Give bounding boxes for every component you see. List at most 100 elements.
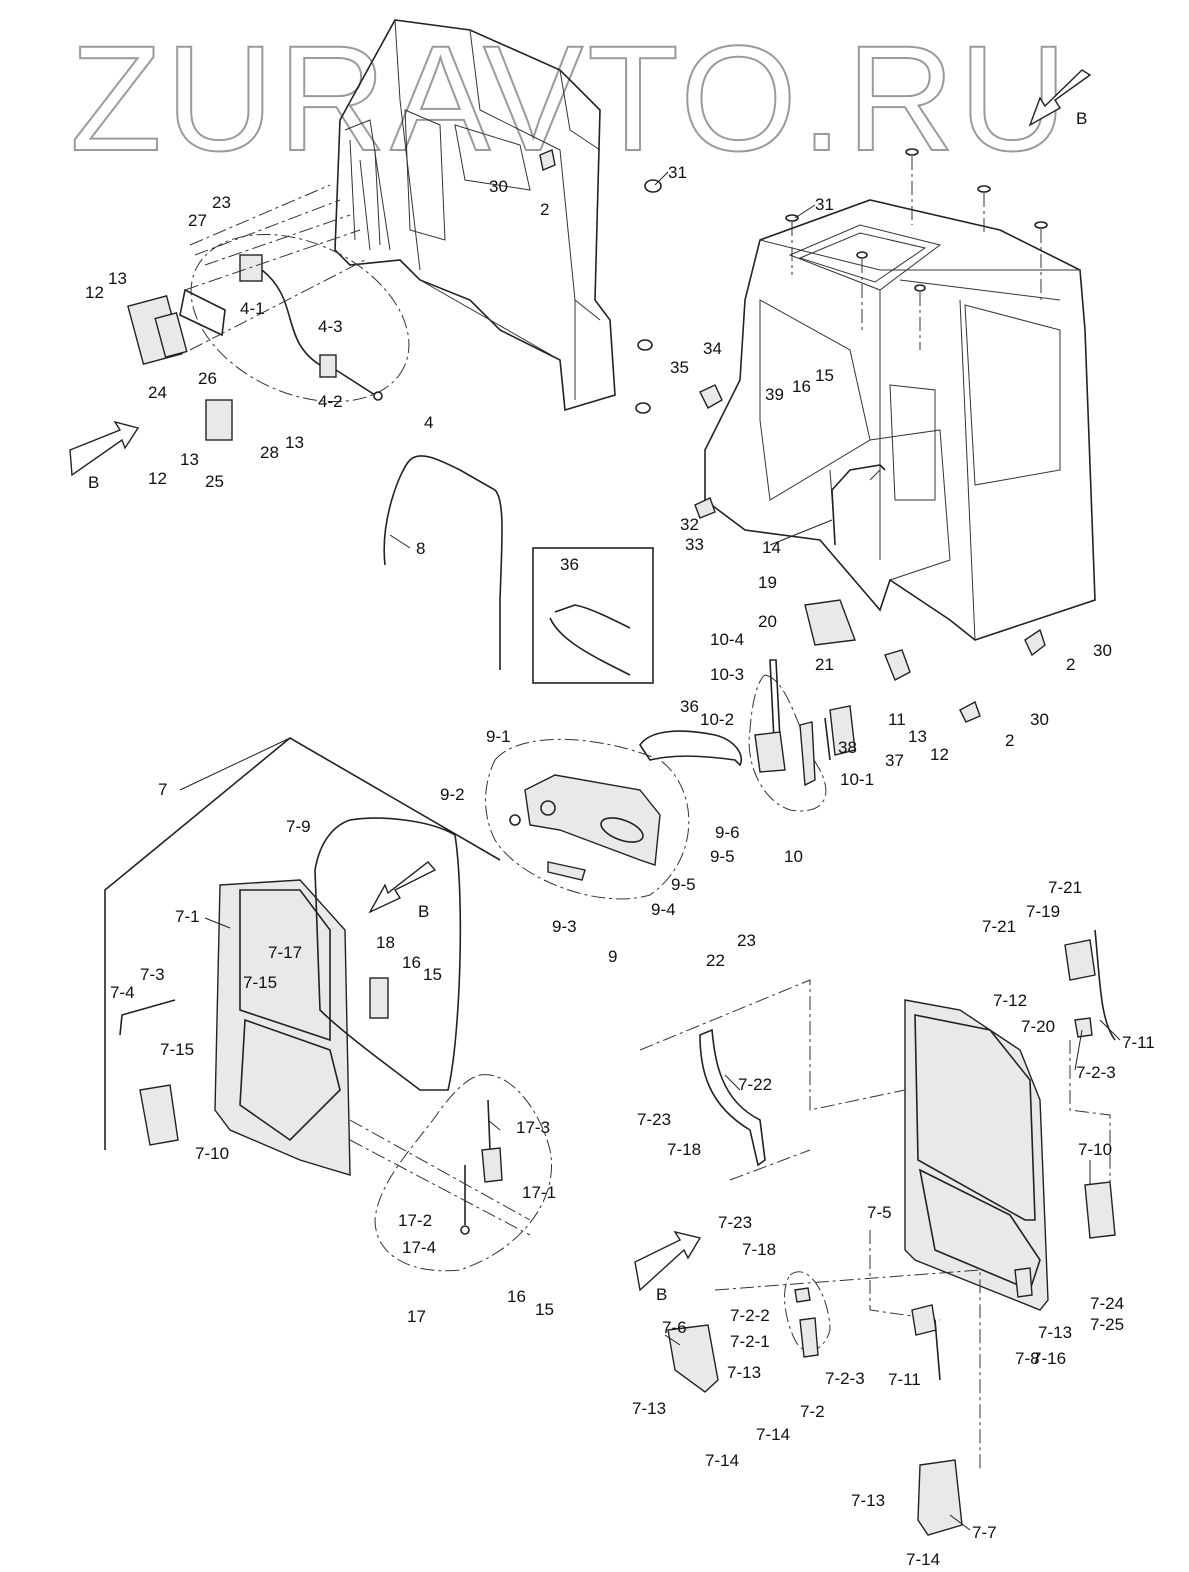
label-13: 13	[285, 433, 304, 452]
bracket-37	[829, 705, 856, 756]
label-7-18: 7-18	[742, 1240, 776, 1259]
label-10-3: 10-3	[710, 665, 744, 684]
label-9-3: 9-3	[552, 917, 577, 936]
part-labels: 31 30 2 23 27 12 13 4-1 4-3 24 26 4-2 4 …	[85, 109, 1155, 1569]
label-7-21: 7-21	[1048, 878, 1082, 897]
label-7-12: 7-12	[993, 991, 1027, 1010]
label-39: 39	[765, 385, 784, 404]
label-17-2: 17-2	[398, 1211, 432, 1230]
label-15: 15	[815, 366, 834, 385]
label-12: 12	[85, 283, 104, 302]
label-7-8: 7-8	[1015, 1349, 1040, 1368]
view-arrow-b-topright	[1028, 69, 1092, 127]
label-7-18: 7-18	[667, 1140, 701, 1159]
label-16: 16	[792, 377, 811, 396]
panel-assembly-9	[485, 738, 690, 900]
label-34: 34	[703, 339, 722, 358]
plate-38	[824, 717, 831, 761]
label-19: 19	[758, 573, 777, 592]
label-10-2: 10-2	[700, 710, 734, 729]
label-13: 13	[180, 450, 199, 469]
roof-plugs	[635, 148, 1048, 414]
label-11: 11	[888, 710, 906, 729]
label-7-25: 7-25	[1090, 1315, 1124, 1334]
label-7-14: 7-14	[705, 1451, 739, 1470]
label-7-22: 7-22	[738, 1075, 772, 1094]
label-38: 38	[838, 738, 857, 757]
label-32: 32	[680, 515, 699, 534]
label-22: 22	[706, 951, 725, 970]
label-36: 36	[560, 555, 579, 574]
label-7-13: 7-13	[632, 1399, 666, 1418]
bracket-assembly-10	[748, 659, 827, 812]
label-33: 33	[685, 535, 704, 554]
label-18: 18	[376, 933, 395, 952]
label-7-17: 7-17	[268, 943, 302, 962]
label-7-14: 7-14	[756, 1425, 790, 1444]
label-15: 15	[535, 1300, 554, 1319]
label-9: 9	[608, 947, 617, 966]
label-7-15: 7-15	[160, 1040, 194, 1059]
label-9-1: 9-1	[486, 727, 511, 746]
damper-assembly-17	[349, 1074, 552, 1272]
label-7-13: 7-13	[727, 1363, 761, 1382]
label-23: 23	[212, 193, 231, 212]
label-7-19: 7-19	[1026, 902, 1060, 921]
label-7-13: 7-13	[851, 1491, 885, 1510]
label-28: 28	[260, 443, 279, 462]
label-7-2-3: 7-2-3	[1076, 1063, 1116, 1082]
light-assembly-4	[127, 184, 410, 441]
label-7-11: 7-11	[1122, 1033, 1155, 1052]
cup-holder-36	[639, 730, 742, 767]
label-7-2-3: 7-2-3	[825, 1369, 865, 1388]
label-b: B	[418, 902, 429, 921]
label-4: 4	[424, 413, 433, 432]
label-17: 17	[407, 1307, 426, 1326]
label-7-2-2: 7-2-2	[730, 1306, 770, 1325]
label-24: 24	[148, 383, 167, 402]
label-16: 16	[507, 1287, 526, 1306]
label-7-3: 7-3	[140, 965, 165, 984]
label-7: 7	[158, 780, 167, 799]
label-9-2: 9-2	[440, 785, 465, 804]
plate-19	[804, 599, 856, 646]
label-16: 16	[402, 953, 421, 972]
label-7-9: 7-9	[286, 817, 311, 836]
label-7-23: 7-23	[637, 1110, 671, 1129]
label-2: 2	[540, 200, 549, 219]
label-b: B	[88, 473, 99, 492]
handle-14	[831, 464, 886, 546]
latch-11	[884, 649, 911, 681]
label-7-24: 7-24	[1090, 1294, 1124, 1313]
label-7-1: 7-1	[175, 907, 200, 926]
label-25: 25	[205, 472, 224, 491]
label-10-1: 10-1	[840, 770, 874, 789]
label-12: 12	[930, 745, 949, 764]
label-17-3: 17-3	[516, 1118, 550, 1137]
label-7-14: 7-14	[906, 1550, 940, 1569]
label-b: B	[1076, 109, 1087, 128]
label-10-4: 10-4	[710, 630, 744, 649]
door-inside-view	[639, 929, 1116, 1536]
view-arrow-b-left	[69, 420, 140, 477]
label-4-3: 4-3	[318, 317, 343, 336]
label-2: 2	[1066, 655, 1075, 674]
part-32	[694, 497, 716, 519]
label-17-1: 17-1	[522, 1183, 556, 1202]
label-7-4: 7-4	[110, 983, 135, 1002]
label-31: 31	[668, 163, 687, 182]
inset-box-36	[532, 547, 654, 684]
label-7-7: 7-7	[972, 1523, 997, 1542]
label-7-10: 7-10	[1078, 1140, 1112, 1159]
cab-frame-rear-view	[334, 19, 616, 412]
label-26: 26	[198, 369, 217, 388]
label-37: 37	[885, 751, 904, 770]
view-arrow-b-bottom	[634, 1230, 702, 1292]
label-10: 10	[784, 847, 803, 866]
label-27: 27	[188, 211, 207, 230]
label-7-11: 7-11	[888, 1370, 921, 1389]
label-30: 30	[489, 177, 508, 196]
cab-front-view	[704, 199, 1096, 641]
label-7-21: 7-21	[982, 917, 1016, 936]
label-2: 2	[1005, 731, 1014, 750]
